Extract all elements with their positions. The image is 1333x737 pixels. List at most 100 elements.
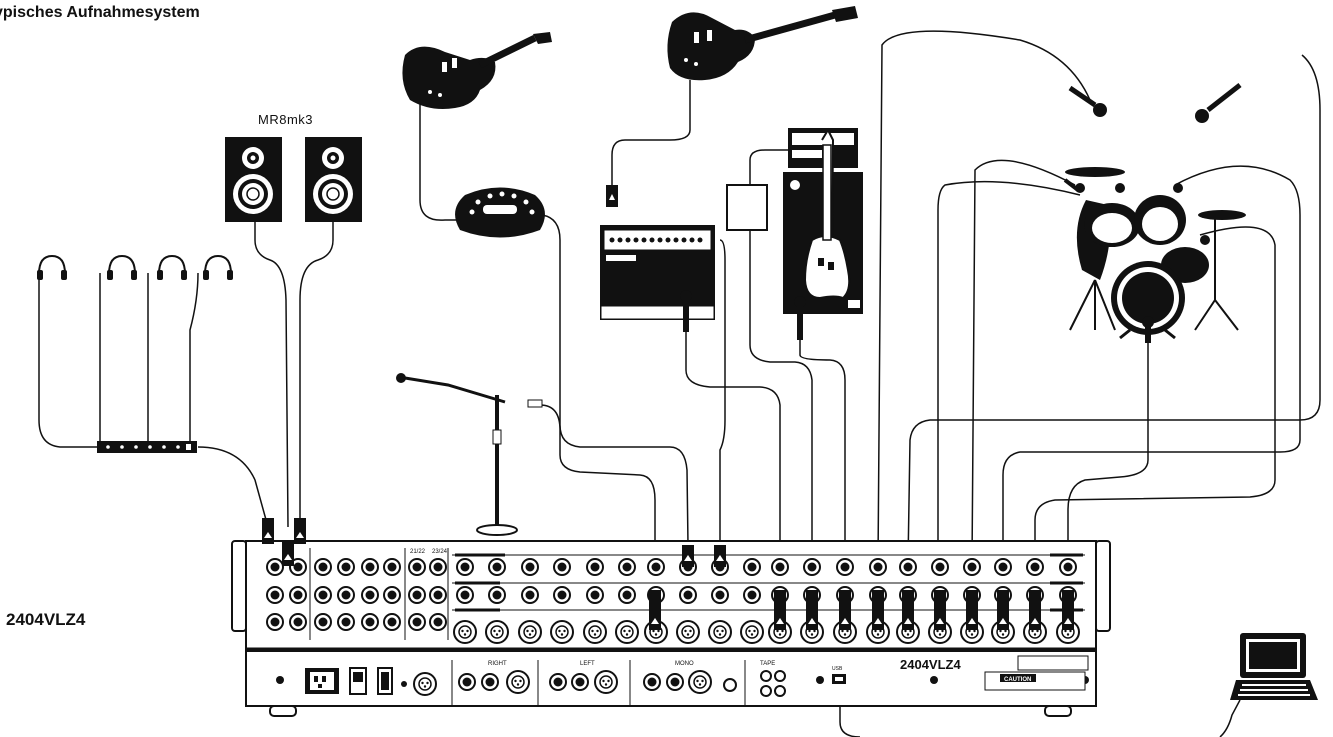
left-output-label: LEFT bbox=[580, 661, 595, 667]
mixer-jack bbox=[409, 559, 425, 575]
channel-jack bbox=[522, 559, 538, 575]
mixer-jack bbox=[267, 614, 283, 630]
channel-jack bbox=[587, 587, 603, 603]
mixer-jack bbox=[409, 587, 425, 603]
mixer-jack bbox=[409, 614, 425, 630]
right-output-label: RIGHT bbox=[488, 661, 507, 667]
mixer-jack bbox=[430, 587, 446, 603]
mixer-jack bbox=[267, 587, 283, 603]
channel-jack bbox=[995, 559, 1011, 575]
headphone-amp bbox=[97, 441, 197, 453]
channel-xlr bbox=[454, 621, 476, 643]
mixer-jack bbox=[384, 587, 400, 603]
mono-output-label: MONO bbox=[675, 661, 694, 667]
mixer-jack bbox=[338, 587, 354, 603]
studio-monitor-right bbox=[305, 137, 362, 222]
sub-label-a: 21/22 bbox=[410, 549, 426, 555]
channel-jack bbox=[900, 559, 916, 575]
guitar-2-cable bbox=[612, 80, 690, 200]
drum-mic-1-cable bbox=[972, 160, 1075, 563]
multi-effects-pedal-icon bbox=[455, 188, 545, 238]
mixer-jack bbox=[315, 559, 331, 575]
overhead-mic-2-icon bbox=[1195, 85, 1240, 123]
usb-label: USB bbox=[832, 666, 843, 672]
mixer-jack bbox=[362, 614, 378, 630]
channel-jack bbox=[489, 559, 505, 575]
channel-xlr bbox=[709, 621, 731, 643]
guitar-plug-icon bbox=[606, 185, 618, 207]
caution-label: CAUTION bbox=[1004, 677, 1031, 683]
channel-jack bbox=[648, 559, 664, 575]
stand-mic-icon bbox=[396, 373, 542, 535]
mixer-jack bbox=[338, 559, 354, 575]
channel-jack bbox=[457, 559, 473, 575]
channel-jack bbox=[1060, 559, 1076, 575]
mixer-jack bbox=[384, 559, 400, 575]
bass-mic-cable bbox=[800, 340, 845, 563]
channel-jack bbox=[522, 587, 538, 603]
headphones-icon-4 bbox=[203, 256, 233, 280]
channel-jack bbox=[587, 559, 603, 575]
channel-xlr bbox=[677, 621, 699, 643]
channel-jack bbox=[619, 587, 635, 603]
headphones-icon-2 bbox=[107, 256, 137, 280]
channel-jack bbox=[744, 559, 760, 575]
channel-jack bbox=[837, 559, 853, 575]
mixer-jack bbox=[338, 614, 354, 630]
channel-xlr bbox=[616, 621, 638, 643]
channel-jack bbox=[712, 587, 728, 603]
bass-cab-mic-icon bbox=[794, 296, 806, 340]
channel-xlr bbox=[519, 621, 541, 643]
headphone-plug bbox=[262, 518, 274, 544]
electric-guitar-1-icon bbox=[402, 32, 552, 109]
monitor-plug-right bbox=[294, 518, 306, 544]
guitar-1-cable bbox=[420, 102, 458, 220]
channel-jack bbox=[489, 587, 505, 603]
combo-amp-icon bbox=[600, 225, 715, 320]
kick-mic-cable bbox=[1035, 340, 1148, 480]
channel-jack bbox=[554, 559, 570, 575]
channel-jack bbox=[932, 559, 948, 575]
drum-kit-icon bbox=[1065, 167, 1246, 338]
monitor-plug-left bbox=[282, 540, 294, 566]
headphone-cable-4 bbox=[190, 273, 198, 445]
left-monitor-cable bbox=[255, 220, 288, 527]
stand-mic-cable bbox=[540, 405, 655, 563]
drum-mic-2-cable bbox=[938, 182, 1080, 563]
channel-xlr bbox=[584, 621, 606, 643]
mixer-jack bbox=[430, 614, 446, 630]
mixer-jack bbox=[267, 559, 283, 575]
amp-to-mixer bbox=[720, 240, 725, 545]
channel-jack bbox=[619, 559, 635, 575]
mixer-jack bbox=[362, 559, 378, 575]
channel-jack bbox=[870, 559, 886, 575]
laptop-cable bbox=[1220, 700, 1240, 737]
sub-label-b: 23/24 bbox=[432, 549, 448, 555]
mixer-jack bbox=[290, 614, 306, 630]
headphone-amp-to-mixer bbox=[198, 447, 268, 527]
electric-guitar-2-icon bbox=[667, 6, 858, 80]
channel-xlr bbox=[741, 621, 763, 643]
mixer-jack bbox=[384, 614, 400, 630]
amp-mic-cable bbox=[686, 330, 780, 563]
channel-jack bbox=[804, 559, 820, 575]
headphones-icon-1 bbox=[37, 256, 67, 280]
channel-jack bbox=[744, 587, 760, 603]
channel-jack bbox=[457, 587, 473, 603]
di-box-icon bbox=[727, 185, 767, 230]
studio-monitor-left bbox=[225, 137, 282, 222]
mixer-brand-label: 2404VLZ4 bbox=[900, 657, 961, 672]
headphones bbox=[37, 256, 233, 280]
overhead-mic-1-icon bbox=[1070, 88, 1107, 117]
tape-label: TAPE bbox=[760, 661, 775, 667]
mixer-jack bbox=[430, 559, 446, 575]
mixer-jack bbox=[362, 587, 378, 603]
mixer-jack bbox=[290, 587, 306, 603]
channel-jack bbox=[964, 559, 980, 575]
right-monitor-cable bbox=[300, 220, 333, 527]
mixer-jack bbox=[315, 587, 331, 603]
headphones-icon-3 bbox=[157, 256, 187, 280]
mixer-jack bbox=[315, 614, 331, 630]
channel-jack bbox=[1027, 559, 1043, 575]
